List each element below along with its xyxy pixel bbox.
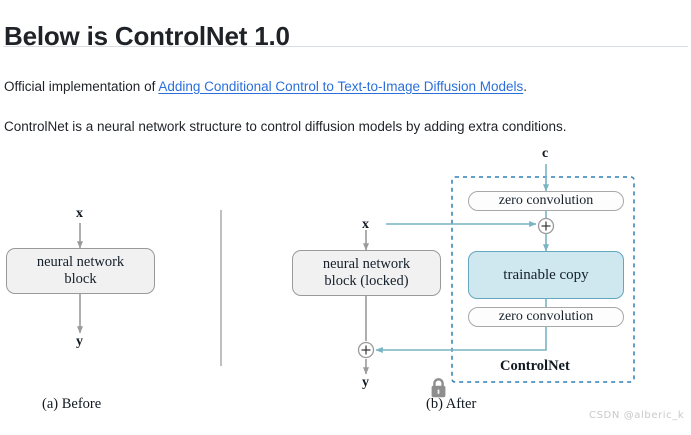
watermark: CSDN @alberic_k (589, 410, 685, 421)
padlock-icon (431, 378, 446, 398)
label-y-left: y (76, 334, 83, 349)
caption-before: (a) Before (42, 396, 102, 412)
trainable-copy-block: trainable copy (468, 251, 624, 299)
official-implementation-paragraph: Official implementation of Adding Condit… (4, 78, 527, 96)
paper-link[interactable]: Adding Conditional Control to Text-to-Im… (158, 78, 524, 94)
controlnet-label: ControlNet (500, 358, 570, 374)
neural-network-block: neural network block (6, 248, 155, 294)
description-paragraph: ControlNet is a neural network structure… (4, 118, 567, 134)
page-title: Below is ControlNet 1.0 (4, 21, 290, 52)
arrow-zeroconv-bottom-to-add (375, 327, 547, 354)
official-implementation-prefix: Official implementation of (4, 78, 159, 94)
label-x-left: x (76, 206, 83, 221)
official-implementation-suffix: . (523, 78, 528, 94)
caption-after: (b) After (426, 396, 477, 412)
label-x-right: x (362, 217, 369, 232)
zero-convolution-bottom: zero convolution (468, 307, 624, 327)
zero-convolution-top: zero convolution (468, 191, 624, 211)
neural-network-block-locked: neural network block (locked) (292, 250, 441, 296)
label-c: c (542, 146, 549, 161)
controlnet-dashed-boundary (451, 176, 635, 383)
controlnet-figure: x neural network block y x c neural netw… (0, 138, 691, 435)
label-y-right: y (362, 375, 369, 390)
figure-connectors (76, 164, 635, 383)
title-divider (3, 46, 688, 47)
